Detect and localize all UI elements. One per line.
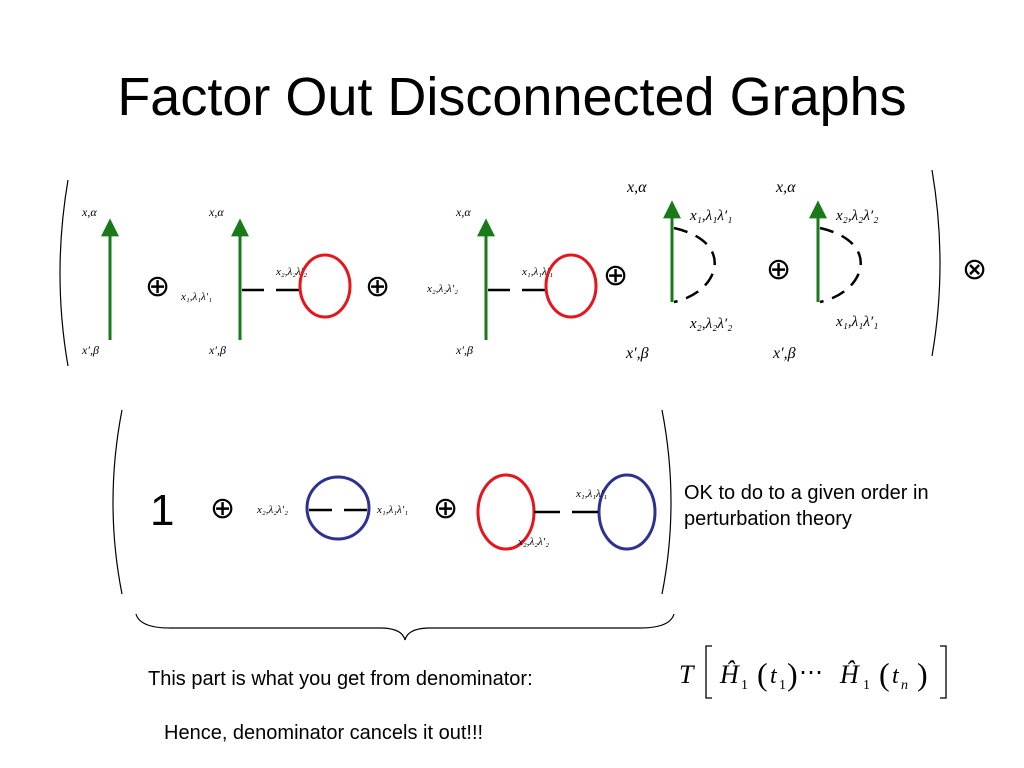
red-loop-2: [298, 253, 352, 319]
oplus-4: ⊕: [766, 253, 791, 286]
label-top-1: x,α: [81, 205, 97, 219]
ok-note: OK to do to a given order in perturbatio…: [684, 480, 929, 532]
oplus-1: ⊕: [145, 270, 170, 303]
formula-right-bracket: [940, 645, 947, 699]
left-paren-row2: [112, 409, 123, 595]
blue-loop-bubble2: [597, 473, 657, 551]
label-bottom-1: x′,β: [81, 343, 99, 357]
label-v1-bubble2: x₁,λ₁λ′₁: [575, 488, 607, 500]
otimes-operator: ⊗: [962, 253, 987, 286]
label-v2-5: x₂,λ₂λ′₂: [835, 208, 878, 224]
left-paren-row1: [59, 179, 69, 367]
ok-note-line2: perturbation theory: [684, 508, 852, 530]
right-paren-row2: [661, 409, 672, 595]
label-bottom-4: x′,β: [625, 345, 649, 362]
oplus-row2-1: ⊕: [210, 492, 235, 525]
label-v2-bubble1: x₂,λ₂λ′₂: [256, 504, 288, 516]
label-top-3: x,α: [455, 205, 471, 219]
blue-loop-bubble1: [305, 475, 371, 541]
label-v2-bubble2: x₂,λ₂λ′₂: [517, 536, 549, 548]
ok-note-line1: OK to do to a given order in: [684, 482, 929, 504]
label-top-2: x,α: [208, 205, 224, 219]
oplus-2: ⊕: [365, 270, 390, 303]
right-paren-row1: [931, 169, 941, 357]
formula-rparen-1: ): [787, 656, 798, 692]
formula-lparen-2: (: [879, 656, 890, 692]
formula-rparen-2: ): [917, 656, 928, 692]
underbrace: [135, 613, 675, 641]
label-top-5: x,α: [775, 179, 796, 196]
label-v1-bubble1: x₁,λ₁λ′₁: [376, 504, 408, 516]
oplus-3: ⊕: [603, 259, 628, 292]
formula-left-bracket: [705, 645, 712, 699]
label-v1-3: x₁,λ₁λ′₁: [521, 266, 553, 278]
formula-t1-sub: 1: [779, 678, 786, 693]
label-v1-5: x₁,λ₁λ′₁: [835, 314, 878, 330]
oplus-row2-2: ⊕: [433, 492, 458, 525]
unit-term: 1: [150, 486, 175, 535]
formula-t1: t: [770, 663, 778, 689]
label-v1-4: x₁,λ₁λ′₁: [689, 208, 732, 224]
formula-tn-sub: n: [901, 678, 908, 693]
exchange-dashed-arc-5: [819, 226, 862, 304]
formula-dots: ⋯: [799, 660, 823, 686]
label-v2-4: x₂,λ₂λ′₂: [689, 316, 732, 332]
exchange-dashed-arc-4: [673, 226, 716, 304]
formula-tn: t: [892, 663, 900, 689]
cancel-note: Hence, denominator cancels it out!!!: [164, 722, 484, 744]
formula-H-first: Ĥ: [719, 660, 740, 689]
label-top-4: x,α: [626, 179, 647, 196]
label-v2-2: x₂,λ₂λ′₂: [275, 266, 307, 278]
label-bottom-3: x′,β: [455, 343, 473, 357]
label-bottom-2: x′,β: [208, 343, 226, 357]
label-v1-2: x₁,λ₁λ′₁: [180, 291, 212, 303]
formula-lparen-1: (: [757, 656, 768, 692]
formula-H-second-sub: 1: [863, 678, 870, 693]
formula-T: T: [679, 660, 695, 689]
label-bottom-5: x′,β: [772, 345, 796, 362]
page-title: Factor Out Disconnected Graphs: [117, 67, 907, 127]
red-loop-3: [544, 253, 598, 319]
formula-H-second: Ĥ: [839, 660, 860, 689]
label-v2-3: x₂,λ₂λ′₂: [426, 283, 458, 295]
formula-H-first-sub: 1: [741, 678, 748, 693]
denominator-note: This part is what you get from denominat…: [148, 668, 533, 690]
